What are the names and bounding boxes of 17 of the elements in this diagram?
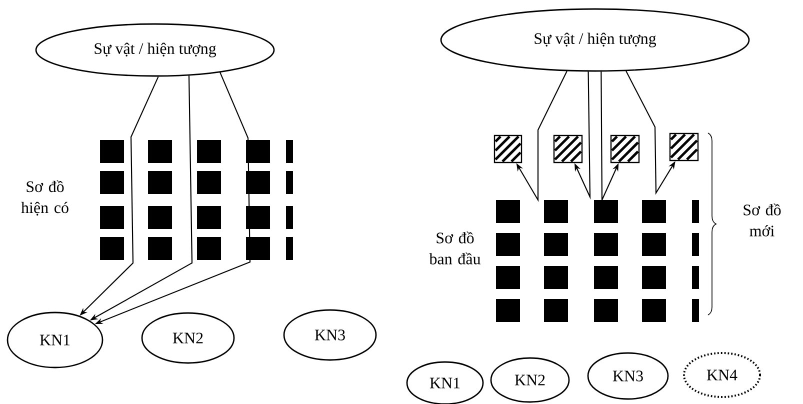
side-label: Sơ đồ ban đầu (429, 232, 480, 264)
hatched-box (553, 134, 583, 164)
ellipse-node: Sự vật / hiện tượng (440, 8, 750, 72)
arrow (600, 72, 619, 203)
ellipse-node: KN4 (683, 352, 761, 398)
ellipse-node: Sự vật / hiện tượng (35, 23, 275, 77)
hatched-box (494, 134, 522, 164)
ellipse-node: KN1 (6, 312, 104, 368)
arrow (626, 70, 676, 195)
side-label: Sơ đồ mới (744, 204, 781, 236)
ellipse-node: KN2 (141, 312, 235, 364)
ellipse-node: KN3 (283, 309, 377, 361)
ellipse-node: KN3 (587, 352, 669, 400)
hatched-box (610, 134, 640, 164)
side-label: Sơ đồ hiện có (21, 180, 68, 216)
hatched-box (669, 132, 699, 162)
ellipse-node: KN2 (490, 357, 570, 403)
